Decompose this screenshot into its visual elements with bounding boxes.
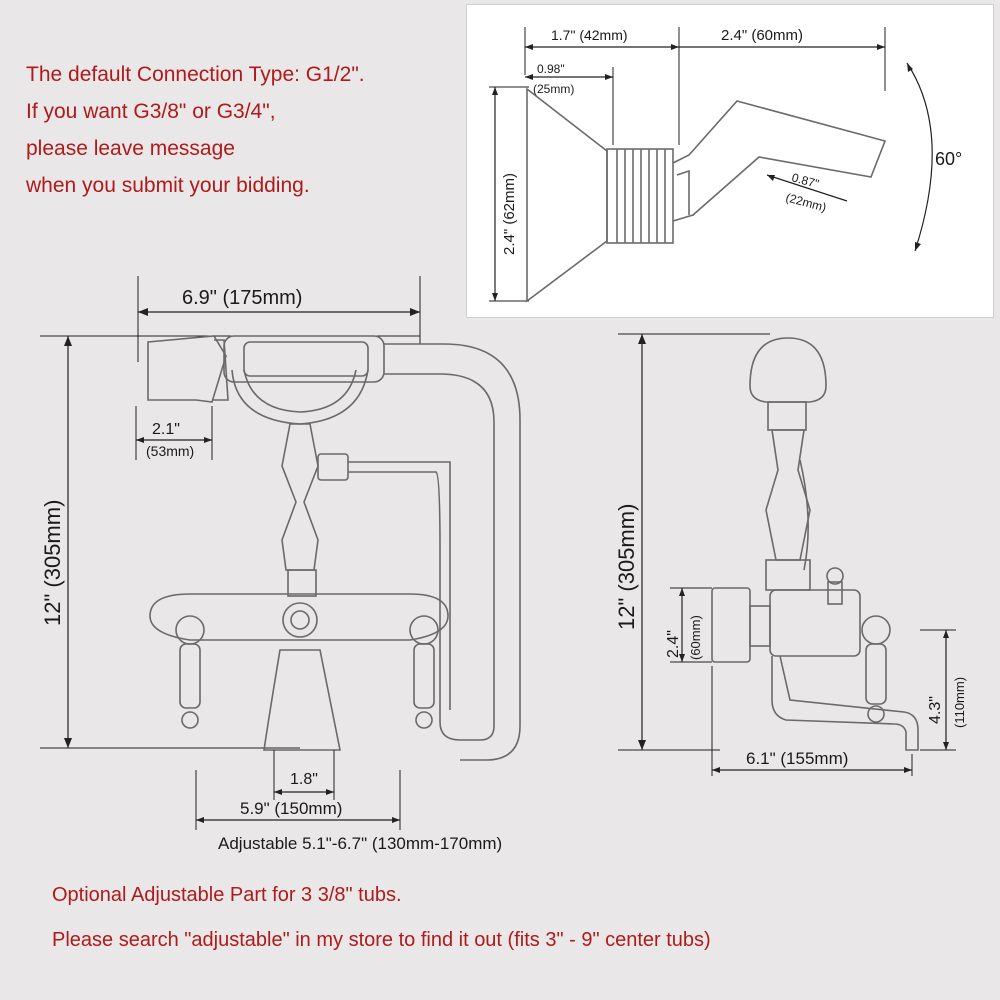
dim-ring-b: (22mm) xyxy=(784,190,828,214)
note-line-2: If you want G3/8" or G3/4", xyxy=(26,100,276,123)
dim-overall-width: 6.9" (175mm) xyxy=(182,287,302,309)
dim-front-height: 12" (305mm) xyxy=(40,500,65,626)
dim-collar-a: 0.98" xyxy=(537,62,565,76)
note-line-4: when you submit your bidding. xyxy=(26,174,310,197)
optional-part-note: Optional Adjustable Part for 3 3/8" tubs… xyxy=(52,884,402,906)
dim-adjustable-range: Adjustable 5.1"-6.7" (130mm-170mm) xyxy=(218,834,502,853)
dim-head-a: 2.1" xyxy=(152,421,180,438)
dim-spout-b: (110mm) xyxy=(952,677,967,728)
faucet-front-view: 6.9" (175mm) 12" (305mm) 2.1" (53mm) 1.8… xyxy=(40,276,521,853)
holder-detail-drawing: 1.7" (42mm) 2.4" (60mm) 0.98" (25mm) 2.4… xyxy=(489,27,962,303)
dim-holder-depth: 1.7" (42mm) xyxy=(551,27,628,43)
holder-detail-inset: 1.7" (42mm) 2.4" (60mm) 0.98" (25mm) 2.4… xyxy=(466,4,994,318)
search-adjustable-note: Please search "adjustable" in my store t… xyxy=(52,929,711,951)
dim-side-height: 12" (305mm) xyxy=(614,504,639,630)
dim-spout-base: 1.8" xyxy=(290,771,318,788)
dim-holder-angle: 60° xyxy=(935,149,962,169)
dim-head-b: (53mm) xyxy=(146,443,194,459)
dim-centers: 5.9" (150mm) xyxy=(240,799,342,818)
dim-collar-b: (25mm) xyxy=(533,82,574,96)
dim-plate-a: 2.4" xyxy=(665,630,682,658)
connection-type-note: The default Connection Type: G1/2". If y… xyxy=(26,56,365,204)
faucet-side-view: 12" (305mm) 2.4" (60mm) 4.3" (110mm) 6.1… xyxy=(614,333,967,776)
dim-spout-a: 4.3" xyxy=(927,696,944,724)
dim-arm-length: 2.4" (60mm) xyxy=(721,27,803,44)
note-line-1: The default Connection Type: G1/2". xyxy=(26,63,365,86)
note-line-3: please leave message xyxy=(26,137,235,160)
dim-reach: 6.1" (155mm) xyxy=(746,749,848,768)
dim-plate-b: (60mm) xyxy=(688,615,703,660)
dim-base-height: 2.4" (62mm) xyxy=(501,173,518,255)
dim-ring-a: 0.87" xyxy=(790,170,820,191)
